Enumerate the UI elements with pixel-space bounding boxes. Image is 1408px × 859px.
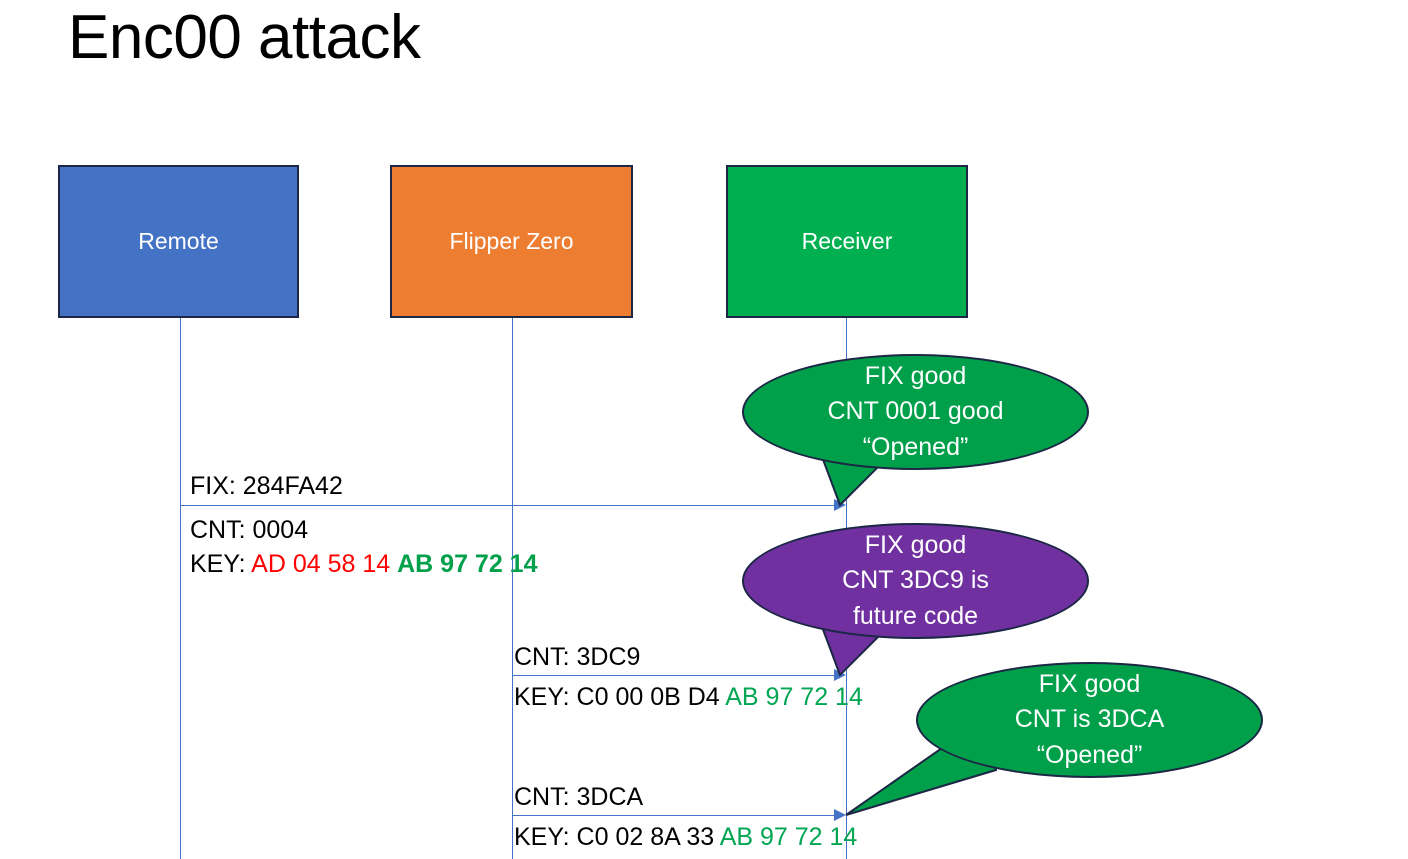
speech-bubble-3: FIX good CNT is 3DCA “Opened” (916, 662, 1263, 778)
arrowhead-icon-1 (834, 499, 846, 511)
bubble-2-line-3: future code (852, 601, 979, 630)
message-1-cnt: CNT: 0004 (190, 516, 309, 544)
message-1-key-second: AB 97 72 14 (397, 550, 538, 578)
speech-bubble-1: FIX good CNT 0001 good “Opened” (742, 354, 1089, 470)
bubble-2-line-1: FIX good (864, 530, 967, 559)
actor-box-receiver: Receiver (726, 165, 968, 318)
message-arrow-3 (512, 815, 834, 816)
bubble-1-line-3: “Opened” (862, 432, 969, 461)
message-2-cnt: CNT: 3DC9 (514, 643, 641, 671)
message-3-key: KEY: C0 02 8A 33 AB 97 72 14 (514, 821, 857, 854)
actor-box-remote: Remote (58, 165, 299, 318)
message-arrow-1 (180, 505, 834, 506)
message-3-cnt: CNT: 3DCA (514, 783, 644, 811)
bubble-1-line-1: FIX good (864, 361, 967, 390)
actor-label-flipper-zero: Flipper Zero (449, 228, 574, 254)
message-2-key: KEY: C0 00 0B D4 AB 97 72 14 (514, 681, 863, 714)
bubble-3-line-1: FIX good (1038, 669, 1141, 698)
message-2-key-second: AB 97 72 14 (725, 683, 863, 711)
lifeline-flipper-zero (512, 318, 513, 859)
message-3-key-second: AB 97 72 14 (719, 823, 858, 851)
arrowhead-icon-3 (834, 809, 846, 821)
actor-box-flipper-zero: Flipper Zero (390, 165, 633, 318)
bubble-3-line-2: CNT is 3DCA (1014, 705, 1165, 734)
actor-label-receiver: Receiver (801, 228, 893, 254)
speech-bubble-2: FIX good CNT 3DC9 is future code (742, 523, 1089, 639)
message-1-key-label: KEY: (190, 550, 252, 578)
message-arrow-2 (512, 675, 834, 676)
message-3-key-label: KEY: C0 02 8A 33 (514, 823, 720, 851)
arrowhead-icon-2 (834, 669, 846, 681)
bubble-1-line-2: CNT 0001 good (827, 397, 1004, 426)
bubble-2-line-2: CNT 3DC9 is (842, 566, 989, 595)
message-1-key: KEY: AD 04 58 14 AB 97 72 14 (190, 548, 537, 581)
lifeline-remote (180, 318, 181, 859)
message-1-fix: FIX: 284FA42 (190, 472, 343, 500)
page-title: Enc00 attack (68, 3, 421, 72)
message-1-key-first: AD 04 58 14 (251, 550, 398, 578)
actor-label-remote: Remote (138, 228, 219, 254)
bubble-3-line-3: “Opened” (1036, 740, 1143, 769)
message-2-key-label: KEY: C0 00 0B D4 (514, 683, 726, 711)
